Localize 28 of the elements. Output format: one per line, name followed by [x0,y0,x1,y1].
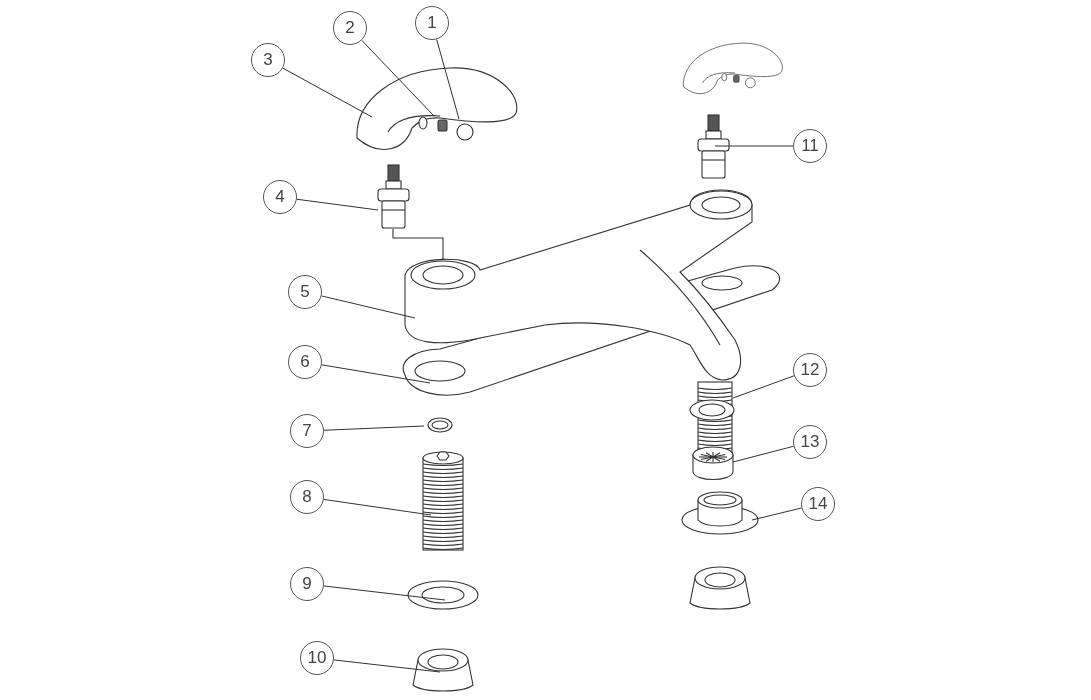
leader-line [751,507,802,521]
leader-line [732,375,795,399]
leader-line [714,145,794,147]
callout-number: 8 [290,480,324,514]
leader-line [333,659,441,673]
leader-line [436,38,460,120]
callout-number: 2 [333,11,367,45]
leader-line [323,425,425,431]
leader-line [321,364,431,384]
callout-number: 6 [288,345,322,379]
callout-number: 14 [801,487,835,521]
callout-number: 12 [793,353,827,387]
callout-number: 7 [290,414,324,448]
callout-number: 13 [793,425,827,459]
leader-line [321,295,416,319]
leader-line [732,445,795,463]
callout-number: 5 [288,275,322,309]
callout-number: 4 [263,180,297,214]
callout-number: 10 [300,641,334,675]
leader-line [323,498,432,516]
leader-line [323,585,446,601]
callout-number: 3 [251,43,285,77]
callout-number: 9 [290,567,324,601]
leader-line [361,39,435,117]
callout-number: 11 [793,129,827,163]
leader-line [296,198,379,211]
callout-number: 1 [415,6,449,40]
leader-line [282,67,373,118]
